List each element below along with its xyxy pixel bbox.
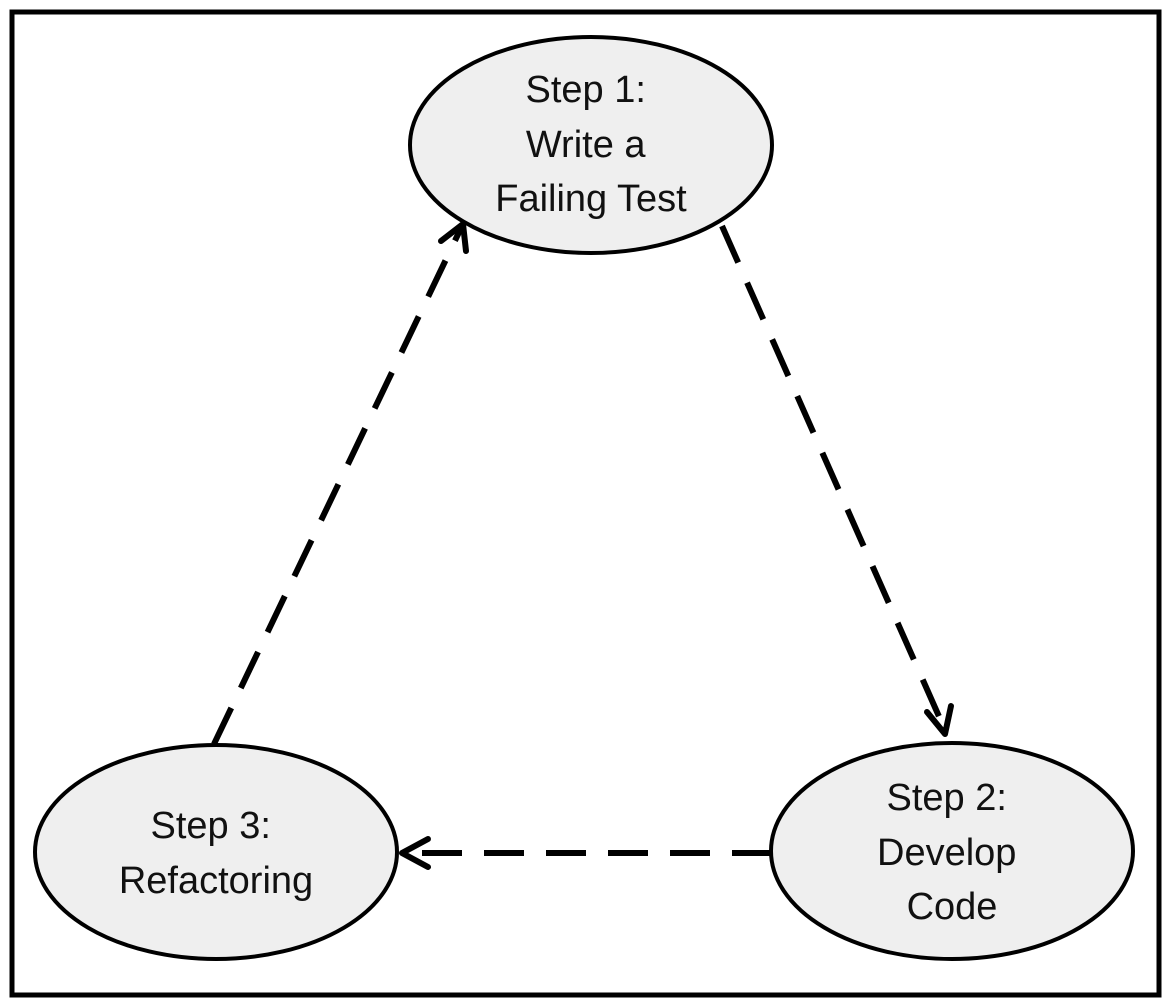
edge-step1-to-step2-arrowhead	[924, 703, 954, 737]
edge-step1-to-step2	[719, 224, 948, 732]
node-step1: Step 1: Write a Failing Test	[408, 35, 774, 255]
diagram-frame	[9, 9, 1162, 998]
node-step3-line-1: Step 3:	[151, 805, 271, 847]
node-step3-shape	[33, 743, 399, 961]
edge-step2-to-step3-arrowhead	[399, 836, 431, 870]
edge-step3-to-step1-arrowhead	[438, 221, 469, 254]
node-step3-line-2: Refactoring	[119, 860, 313, 902]
svg-text:Step 1: Write a Fa: Step 1: Write a Failing Test	[495, 69, 687, 220]
node-step1-shape	[408, 35, 774, 255]
edge-step3-to-step1	[211, 224, 465, 746]
node-step1-line-2: Write a	[526, 124, 647, 166]
node-step2-shape	[769, 741, 1135, 961]
node-step2-line-1: Step 2:	[887, 777, 1007, 819]
node-step1-line-3: Failing Test	[495, 178, 687, 220]
edges-layer	[211, 221, 954, 870]
svg-text:Step 3: Refactoring: Step 3: Refactoring	[119, 805, 313, 902]
svg-text:Step 2: Develop Co: Step 2: Develop Code	[877, 777, 1027, 928]
node-step3: Step 3: Refactoring	[33, 743, 399, 961]
node-step1-line-1: Step 1:	[526, 69, 646, 111]
node-step2: Step 2: Develop Code	[769, 741, 1135, 961]
node-step2-line-3: Code	[907, 886, 998, 928]
node-step2-line-2: Develop	[877, 832, 1016, 874]
